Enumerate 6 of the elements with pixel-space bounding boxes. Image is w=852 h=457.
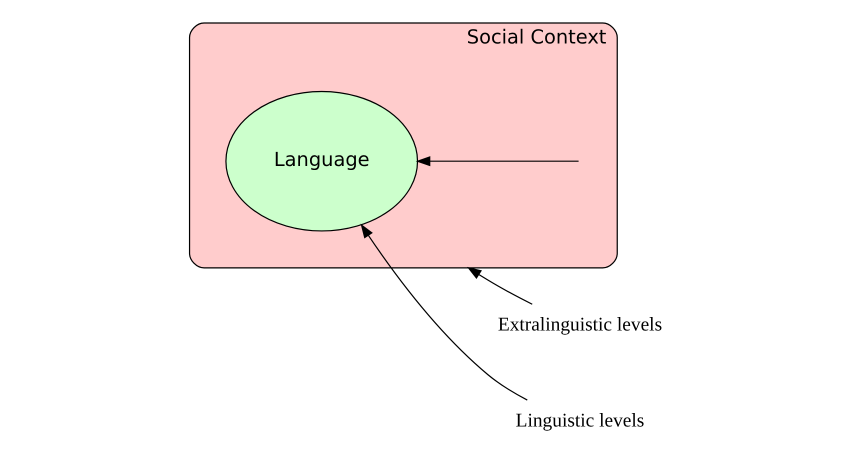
arrow: [416, 156, 579, 166]
arrow: [466, 266, 532, 305]
arrow: [360, 224, 528, 401]
node-text: Extralinguistic levels: [498, 314, 662, 336]
node-ellipse: Language: [225, 90, 418, 232]
node-text: Linguistic levels: [516, 410, 644, 432]
